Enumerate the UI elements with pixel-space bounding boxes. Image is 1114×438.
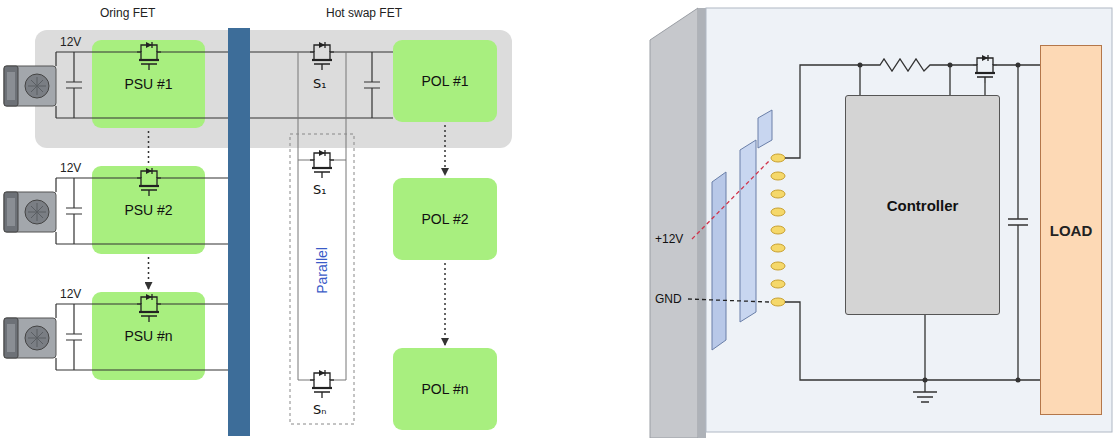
signal-label: GND xyxy=(655,292,682,306)
controller-box: Controller xyxy=(845,95,1000,315)
drawing-use xyxy=(973,55,997,83)
psu-name: PSU #1 xyxy=(124,76,172,92)
drawing-path xyxy=(860,65,985,95)
voltage-label: 12V xyxy=(60,35,81,49)
psu-box: PSU #n xyxy=(92,292,205,380)
mosfet-symbol xyxy=(137,168,161,196)
drawing-path xyxy=(298,52,346,380)
drawing-ellipse xyxy=(771,154,785,162)
signal-label: +12V xyxy=(655,232,683,246)
drawing-ellipse xyxy=(771,172,785,180)
backplane-wall xyxy=(650,8,706,438)
drawing-use xyxy=(4,318,56,358)
hot-swap-wires xyxy=(250,52,393,118)
drawing-polygon xyxy=(650,8,698,438)
switch-label: S₁ xyxy=(313,76,326,92)
drawing-use xyxy=(310,370,334,398)
wire xyxy=(92,304,205,370)
voltage-label: 12V xyxy=(60,287,81,301)
board-panel xyxy=(35,30,512,148)
pol-box: POL #n xyxy=(393,348,497,430)
dotted-connector xyxy=(444,125,446,175)
psu-name: PSU #n xyxy=(124,328,172,344)
drawing-path xyxy=(692,161,769,239)
drawing-circle xyxy=(923,378,928,383)
drawing-polygon xyxy=(758,110,772,148)
drawing-path xyxy=(688,299,769,302)
card-board xyxy=(706,8,1112,432)
section-heading: Hot swap FET xyxy=(326,6,402,20)
section-heading: Oring FET xyxy=(100,6,155,20)
switch-label: Sₙ xyxy=(313,402,326,418)
card-wires xyxy=(785,59,1040,402)
drawing-path xyxy=(250,52,393,118)
drawing-ellipse xyxy=(771,262,785,270)
pol-name: POL #1 xyxy=(422,73,469,89)
drawing-path xyxy=(66,178,82,244)
switch-label: S₁ xyxy=(313,182,326,198)
mosfet-symbol xyxy=(137,294,161,322)
controller-name: Controller xyxy=(887,197,959,214)
drawing-path xyxy=(298,160,346,380)
drawing-use xyxy=(4,192,56,232)
voltage-label: 12V xyxy=(60,161,81,175)
drawing-ellipse xyxy=(771,244,785,252)
dotted-connector xyxy=(148,257,150,289)
wire xyxy=(92,178,205,244)
drawing-rect xyxy=(290,134,354,424)
psu-icons xyxy=(4,66,56,358)
drawing-path xyxy=(66,52,82,118)
drawing-circle xyxy=(858,63,863,68)
pol-name: POL #n xyxy=(422,381,469,397)
dotted-connector xyxy=(148,131,150,163)
drawing-use xyxy=(310,150,334,178)
drawing-ellipse xyxy=(771,208,785,216)
dotted-connector xyxy=(444,263,446,345)
pol-box: POL #1 xyxy=(393,40,497,122)
drawing-ellipse xyxy=(771,280,785,288)
load-name: LOAD xyxy=(1050,222,1093,239)
drawing-circle xyxy=(1016,378,1021,383)
load-box: LOAD xyxy=(1040,45,1102,415)
drawing-circle xyxy=(1016,63,1021,68)
drawing-use xyxy=(4,66,56,106)
parallel-fets xyxy=(290,52,354,424)
edge-connector xyxy=(712,110,772,350)
power-bus-bar xyxy=(228,28,250,436)
psu-box: PSU #1 xyxy=(92,40,205,128)
pol-box: POL #2 xyxy=(393,178,497,260)
pol-name: POL #2 xyxy=(422,211,469,227)
drawing-ellipse xyxy=(771,226,785,234)
psu-box: PSU #2 xyxy=(92,166,205,254)
drawing-path xyxy=(913,315,937,402)
drawing-ellipse xyxy=(771,190,785,198)
drawing-path xyxy=(364,52,380,118)
drawing-path xyxy=(66,304,82,370)
psu-name: PSU #2 xyxy=(124,202,172,218)
parallel-label: Parallel xyxy=(314,247,331,294)
drawing-polygon xyxy=(740,140,756,322)
drawing-circle xyxy=(948,63,953,68)
drawing-polygon xyxy=(698,8,706,438)
drawing-use xyxy=(310,42,334,70)
connector-pins xyxy=(771,154,785,306)
mosfet-symbol xyxy=(137,42,161,70)
drawing-path xyxy=(55,52,56,370)
drawing-polygon xyxy=(712,172,726,350)
leader-lines xyxy=(688,161,769,302)
drawing-ellipse xyxy=(771,298,785,306)
wire xyxy=(92,52,205,118)
drawing-path xyxy=(1008,65,1028,380)
